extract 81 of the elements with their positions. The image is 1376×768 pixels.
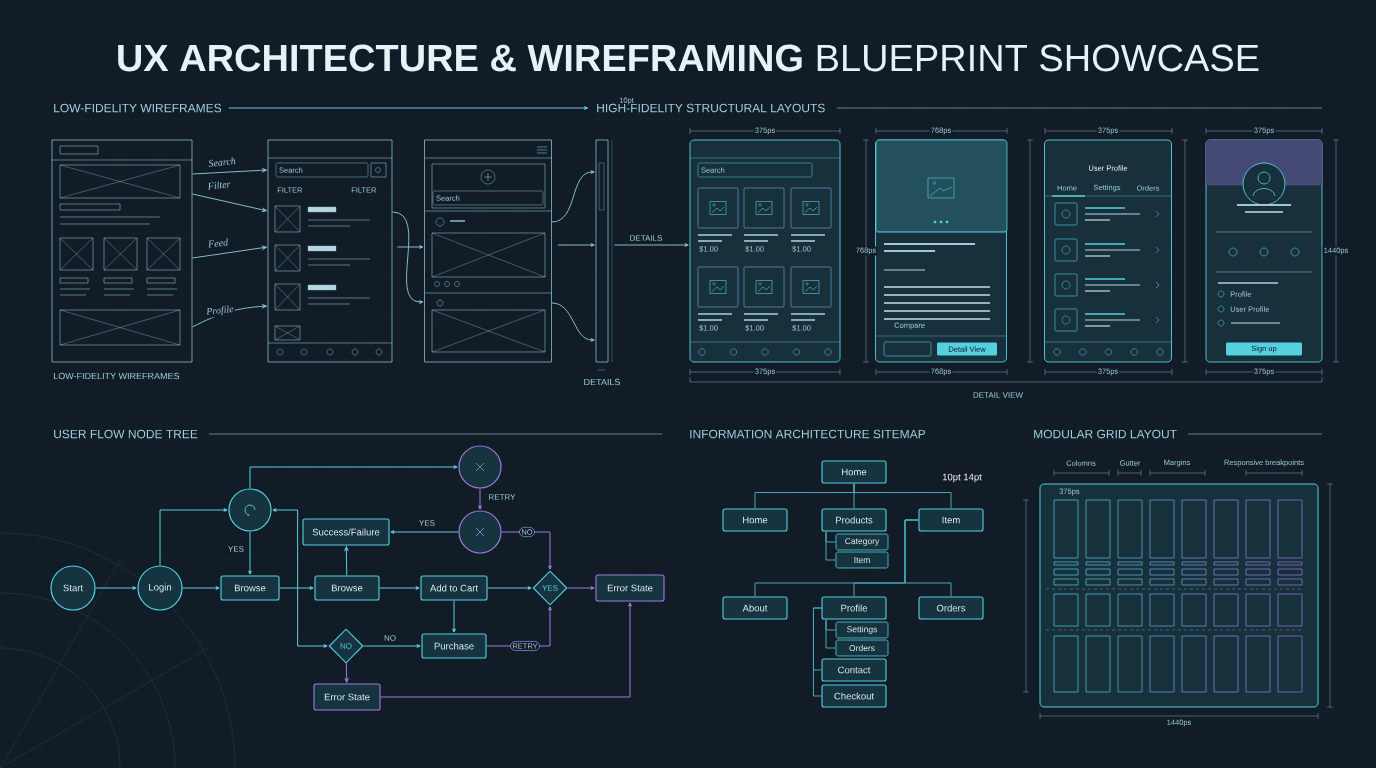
arrow bbox=[248, 531, 252, 575]
app-screen-drawing bbox=[875, 139, 1008, 363]
sitemap-box: About bbox=[722, 596, 788, 620]
app-screen-drawing bbox=[689, 139, 841, 363]
arrow bbox=[249, 465, 458, 489]
arrow bbox=[478, 488, 482, 510]
arrow bbox=[344, 662, 349, 683]
arrow bbox=[344, 546, 349, 576]
arrow bbox=[191, 193, 267, 212]
connector-line bbox=[904, 519, 952, 597]
arrow bbox=[95, 586, 137, 590]
section-heading: USER FLOW NODE TREE bbox=[54, 429, 198, 439]
section-heading: LOW-FIDELITY WIREFRAMES bbox=[54, 103, 222, 113]
arrow bbox=[613, 243, 689, 247]
sitemap-box: Home bbox=[722, 508, 788, 532]
process-box: Error State bbox=[313, 683, 381, 711]
connector-line bbox=[825, 619, 837, 649]
sitemap-box: Products bbox=[821, 508, 887, 532]
caption-text: DETAIL VIEW bbox=[973, 392, 1023, 398]
arrow bbox=[501, 531, 552, 570]
phone-side-drawing bbox=[595, 139, 613, 371]
section-heading: HIGH-FIDELITY STRUCTURAL LAYOUTS bbox=[597, 103, 825, 113]
arrow bbox=[228, 106, 589, 110]
title: UX ARCHITECTURE & WIREFRAMING BLUEPRINT SHOWCASE bbox=[118, 44, 1259, 72]
process-box: Purchase bbox=[421, 633, 487, 659]
section-heading: MODULAR GRID LAYOUT bbox=[1034, 429, 1177, 439]
sitemap-subitem-box: Item bbox=[835, 551, 889, 569]
mobile-wireframe-drawing bbox=[267, 139, 393, 363]
edge-label: YES bbox=[227, 545, 245, 553]
arrow bbox=[452, 600, 456, 633]
arrow bbox=[487, 586, 532, 590]
sitemap-box: Home bbox=[821, 460, 887, 484]
arrow bbox=[159, 508, 228, 566]
connector-line bbox=[853, 483, 952, 509]
edge-label: Feed bbox=[206, 237, 230, 249]
arrow bbox=[191, 245, 267, 259]
arrow bbox=[272, 508, 328, 648]
arrow bbox=[391, 211, 424, 304]
arrow bbox=[191, 168, 267, 175]
annotation-text: 10pt 14pt bbox=[942, 473, 982, 483]
decision-circle bbox=[458, 445, 502, 489]
edge-label: Profile bbox=[204, 303, 236, 319]
arrow bbox=[567, 586, 595, 590]
sitemap-subitem-box: Orders bbox=[835, 639, 889, 657]
sitemap-subitem-box: Settings bbox=[835, 621, 889, 639]
app-screen-drawing bbox=[1044, 139, 1173, 363]
arrow bbox=[379, 586, 420, 590]
edge-label: NO bbox=[383, 634, 397, 642]
sitemap-box: Contact bbox=[821, 658, 887, 682]
edge-label: Filter bbox=[206, 179, 232, 191]
arrow bbox=[363, 644, 421, 648]
arrow bbox=[396, 245, 424, 249]
arrow bbox=[551, 302, 595, 342]
process-box: Success/Failure bbox=[302, 518, 390, 546]
process-box: Browse bbox=[220, 575, 280, 601]
arrow bbox=[380, 602, 632, 698]
connector-line bbox=[812, 607, 822, 697]
sitemap-box: Item bbox=[918, 508, 984, 532]
arrow bbox=[551, 170, 595, 223]
sitemap-box: Profile bbox=[821, 596, 887, 620]
edge-label: RETRY bbox=[487, 493, 517, 501]
process-box: Add to Cart bbox=[420, 575, 488, 601]
sitemap-box: Orders bbox=[918, 596, 984, 620]
arrow bbox=[390, 530, 459, 534]
arrow bbox=[279, 586, 314, 590]
sitemap-subitem-box: Category bbox=[835, 533, 889, 551]
arrow bbox=[182, 586, 220, 590]
desktop-wireframe-drawing bbox=[51, 139, 193, 363]
edge-label: Search bbox=[206, 155, 238, 169]
app-screen-drawing bbox=[1205, 139, 1323, 363]
decision-circle bbox=[458, 510, 502, 554]
section-heading: INFORMATION ARCHITECTURE SITEMAP bbox=[690, 429, 925, 439]
mobile-wireframe-drawing bbox=[424, 139, 553, 363]
arrow bbox=[557, 243, 595, 247]
edge-label: YES bbox=[418, 519, 436, 527]
process-box: Browse bbox=[314, 575, 380, 601]
sitemap-box: Checkout bbox=[821, 684, 887, 708]
process-box: Error State bbox=[595, 574, 665, 602]
edge-label: DETAILS bbox=[628, 234, 664, 242]
decision-circle bbox=[228, 488, 272, 532]
connector-line bbox=[825, 531, 837, 561]
